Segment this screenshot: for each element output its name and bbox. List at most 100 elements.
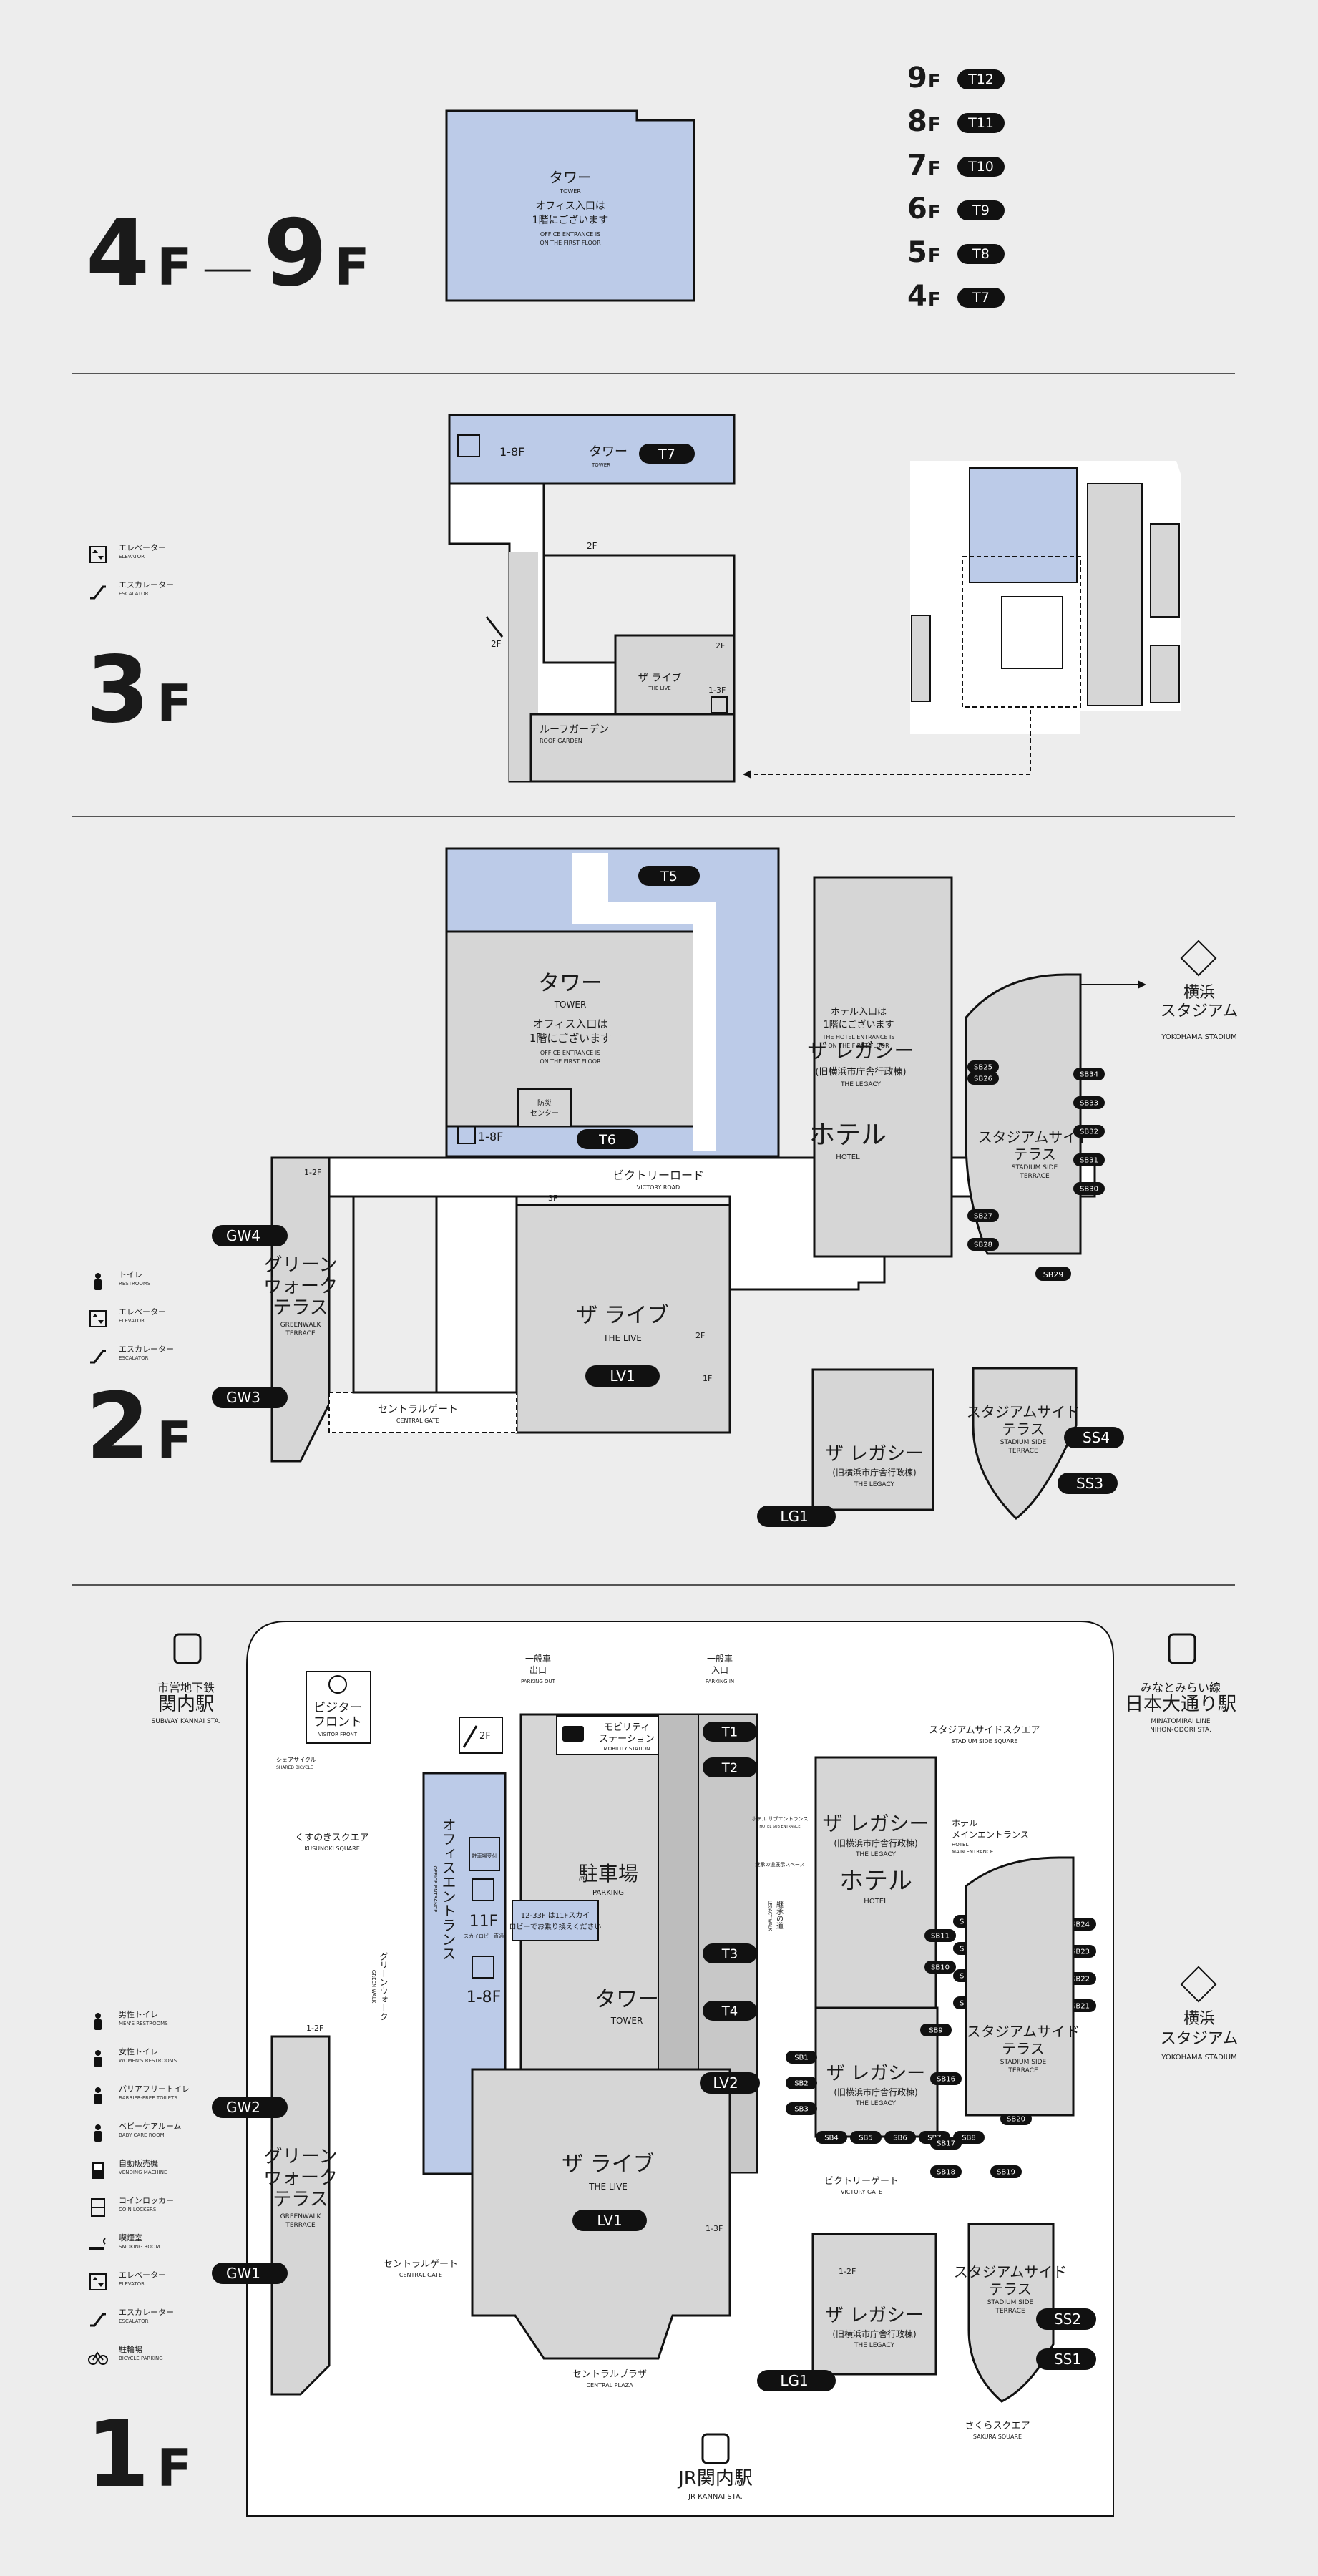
- svg-text:ホテル: ホテル: [809, 1121, 887, 1150]
- escalator-icon: [90, 2313, 106, 2327]
- sb-badge: [930, 2165, 962, 2178]
- sb-badge: [786, 2102, 817, 2115]
- sb-badge: [967, 1072, 999, 1085]
- floor-number: 7F: [907, 149, 941, 182]
- sb-badge-label: SB8: [962, 2135, 976, 2142]
- t-badge-label: T2: [721, 1760, 738, 1775]
- t-badge-label: T3: [721, 1946, 738, 1961]
- svg-text:STADIUM SIDE: STADIUM SIDE: [1012, 1164, 1058, 1171]
- mens-restroom-icon: [94, 2013, 102, 2030]
- legacy-hotel-block-2f: [813, 876, 953, 1258]
- svg-text:MAIN ENTRANCE: MAIN ENTRANCE: [952, 1849, 993, 1855]
- svg-text:テラス: テラス: [1013, 1146, 1056, 1163]
- sb-badge-label: SB23: [1071, 1948, 1090, 1956]
- sb-badge: [967, 1060, 999, 1073]
- svg-text:駐車場: 駐車場: [578, 1862, 638, 1885]
- svg-text:ホテル: ホテル: [952, 1818, 977, 1828]
- elev-range: 1-8F: [499, 445, 524, 459]
- svg-text:1-3F: 1-3F: [708, 686, 726, 695]
- svg-text:テラス: テラス: [1002, 2040, 1045, 2057]
- svg-text:オフィスエントランス: オフィスエントランス: [439, 1818, 457, 1961]
- divider: [72, 1584, 1235, 1586]
- svg-text:TERRACE: TERRACE: [285, 2222, 316, 2229]
- svg-text:2F: 2F: [479, 1731, 491, 1742]
- svg-text:一般車: 一般車: [525, 1653, 551, 1664]
- svg-text:LG1: LG1: [780, 1508, 808, 1525]
- svg-text:メインエントランス: メインエントランス: [952, 1830, 1029, 1840]
- sb-badge: [1073, 1125, 1105, 1138]
- svg-text:2F: 2F: [716, 641, 725, 650]
- svg-text:2F: 2F: [491, 639, 502, 649]
- svg-text:ルーフガーデン: ルーフガーデン: [540, 723, 609, 736]
- svg-text:スタジアムサイド: スタジアムサイド: [967, 2023, 1080, 2040]
- svg-text:ザ レガシー: ザ レガシー: [823, 1812, 929, 1835]
- svg-text:GW1: GW1: [226, 2265, 260, 2282]
- sb-badge-label: SB21: [1071, 2003, 1090, 2011]
- svg-text:SB29: SB29: [1043, 1270, 1064, 1279]
- tower-code-badge: T7: [957, 288, 1005, 308]
- svg-text:STADIUM SIDE: STADIUM SIDE: [1000, 2059, 1047, 2066]
- svg-text:(旧横浜市庁舎行政棟): (旧横浜市庁舎行政棟): [815, 1066, 906, 1078]
- roof-garden-block: [529, 713, 736, 783]
- svg-text:THE LIVE: THE LIVE: [588, 2182, 628, 2192]
- svg-text:LV1: LV1: [610, 1367, 635, 1385]
- svg-text:駐車場受付: 駐車場受付: [472, 1853, 497, 1859]
- tower-code-badge: T9: [957, 200, 1005, 220]
- sb-badge-label: SB31: [1080, 1157, 1098, 1165]
- svg-text:GREENWALK: GREENWALK: [280, 2213, 322, 2220]
- t-badge: [703, 1943, 757, 1963]
- svg-text:TOWER: TOWER: [591, 462, 610, 468]
- tower-block-4-9f: [445, 109, 695, 302]
- svg-text:3F: 3F: [548, 1194, 557, 1203]
- svg-text:グリーンウォーク: グリーンウォーク: [379, 1952, 389, 2021]
- sb-badge-label: SB19: [997, 2169, 1015, 2177]
- svg-text:タワー: タワー: [538, 971, 602, 996]
- escalator-icon: [90, 1350, 106, 1364]
- svg-text:VICTORY ROAD: VICTORY ROAD: [637, 1184, 680, 1191]
- svg-text:LV1: LV1: [597, 2212, 622, 2229]
- svg-text:ウォーク: ウォーク: [263, 2167, 338, 2189]
- sb-badge-label: SB24: [1071, 1921, 1090, 1929]
- sb-badge-label: SB4: [824, 2135, 839, 2142]
- elevator-icon: [89, 546, 107, 563]
- svg-text:1階にございます: 1階にございます: [529, 1032, 611, 1045]
- svg-text:(旧横浜市庁舎行政棟): (旧横浜市庁舎行政棟): [834, 2087, 917, 2097]
- svg-text:防災: 防災: [537, 1098, 552, 1108]
- svg-text:ザ ライブ: ザ ライブ: [562, 2152, 655, 2177]
- svg-text:PARKING: PARKING: [592, 1889, 624, 1897]
- svg-text:MOBILITY STATION: MOBILITY STATION: [604, 1746, 650, 1752]
- coin-locker-icon: [91, 2198, 105, 2217]
- svg-text:ロビーでお乗り換えください: ロビーでお乗り換えください: [509, 1923, 601, 1931]
- svg-text:CENTRAL PLAZA: CENTRAL PLAZA: [586, 2382, 633, 2389]
- map-3f: 1-8F タワー TOWER T7 ザ ライブ THE LIVE 2F 1-3F…: [448, 414, 1181, 783]
- sb-badge-label: SB6: [893, 2135, 907, 2142]
- svg-text:2F: 2F: [695, 1331, 705, 1340]
- svg-text:ザ レガシー: ザ レガシー: [826, 2063, 925, 2084]
- map-4-9f: タワー TOWER オフィス入口は 1階にございます OFFICE ENTRAN…: [445, 109, 695, 302]
- sb-badge: [967, 1209, 999, 1222]
- barrier-free-toilet-icon: [94, 2087, 102, 2104]
- divider: [72, 373, 1235, 374]
- svg-text:さくらスクエア: さくらスクエア: [965, 2421, 1030, 2431]
- elevator-icon: [472, 1878, 494, 1901]
- svg-text:THE LEGACY: THE LEGACY: [854, 1481, 895, 1488]
- map-2f: タワー TOWER オフィス入口は 1階にございます OFFICE ENTRAN…: [212, 847, 1238, 1527]
- sb-badge-label: SB11: [931, 1933, 950, 1941]
- sb-badge: [816, 2131, 847, 2144]
- sb-badge: [990, 2165, 1022, 2178]
- svg-text:GW2: GW2: [226, 2099, 260, 2116]
- sb-badge: [924, 1929, 956, 1942]
